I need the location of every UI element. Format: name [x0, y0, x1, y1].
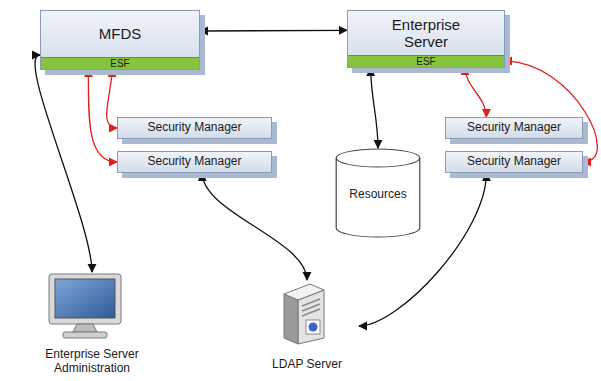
node-label: MFDS [99, 25, 142, 42]
security-manager-box: Security Manager [117, 117, 272, 139]
server-icon [270, 280, 330, 346]
esf-band: ESF [41, 57, 199, 69]
security-connector [504, 61, 597, 162]
esf-band: ESF [348, 55, 504, 67]
security-manager-box: Security Manager [117, 151, 272, 173]
resources-cylinder: Resources [335, 148, 421, 238]
node-label: LDAP Server [255, 358, 359, 372]
node-label: Security Manager [467, 121, 561, 135]
node-label: Security Manager [467, 155, 561, 169]
monitor-icon [45, 272, 125, 340]
node-label: Security Manager [147, 155, 241, 169]
node-label: Resources [335, 188, 421, 202]
node-label: Security Manager [147, 121, 241, 135]
security-connector [88, 69, 117, 162]
ldap-server: LDAP Server [255, 280, 359, 372]
server-box: MFDS ESF [40, 10, 200, 70]
connector-arrow [202, 173, 307, 280]
connector-arrow [371, 68, 378, 148]
node-label: Enterprise Server Administration [22, 348, 162, 376]
connector-arrow [200, 30, 347, 32]
server-box: Enterprise ServerESF [347, 10, 505, 68]
security-connector [107, 69, 117, 128]
security-manager-box: Security Manager [445, 117, 583, 139]
security-connector [465, 67, 486, 117]
node-label: ESF [416, 57, 435, 67]
admin-workstation: Enterprise Server Administration [22, 272, 162, 376]
connector-arrow [35, 55, 92, 272]
node-label: ESF [110, 59, 129, 69]
security-manager-box: Security Manager [445, 151, 583, 173]
node-label: Enterprise Server [381, 16, 471, 51]
